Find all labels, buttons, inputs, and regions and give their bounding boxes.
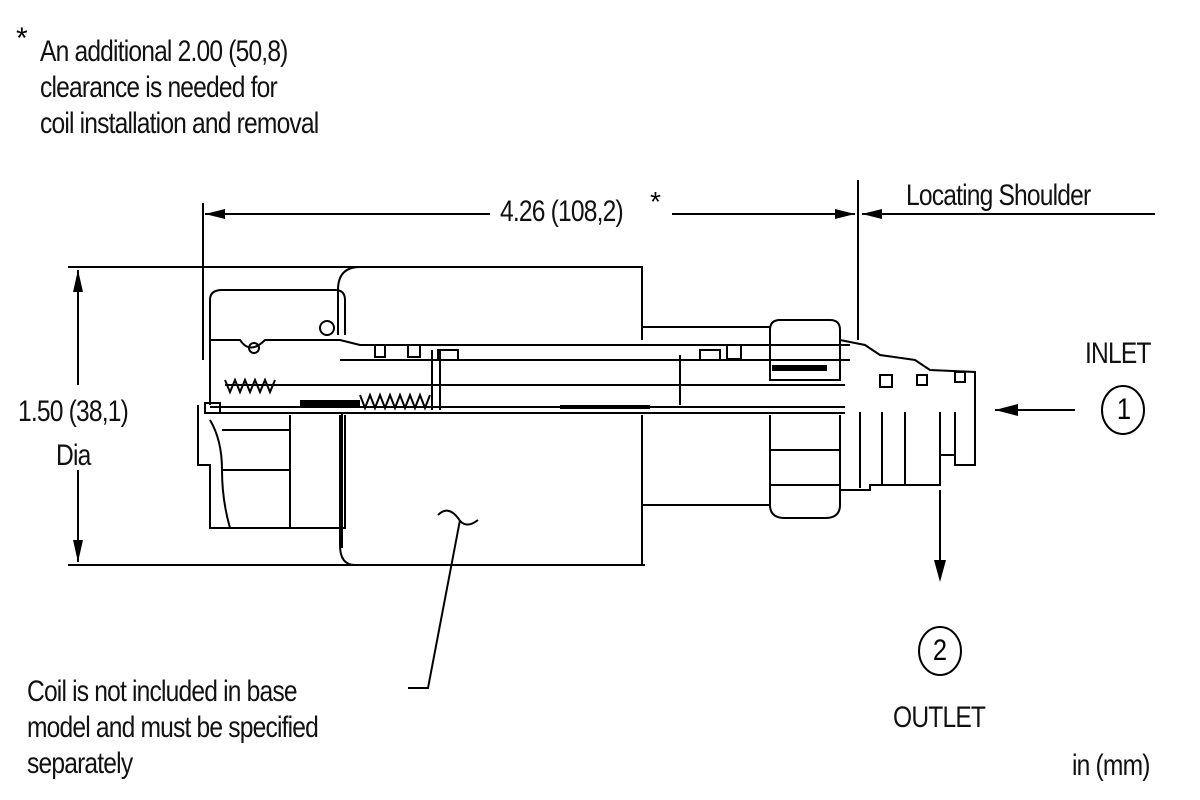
coil-note-line-2: model and must be specified bbox=[27, 711, 319, 744]
seal-pocket-1 bbox=[374, 344, 386, 358]
left-nut-face bbox=[209, 419, 231, 529]
seal-pocket-4 bbox=[699, 349, 721, 361]
cutaway-upper bbox=[210, 339, 850, 349]
tube-bottom bbox=[642, 415, 771, 506]
clearance-note: An additional 2.00 (50,8) clearance is n… bbox=[40, 34, 319, 142]
spring bbox=[359, 392, 431, 411]
diameter-suffix-label: Dia bbox=[56, 439, 91, 472]
tube-top bbox=[642, 326, 771, 337]
hex-nut-lower bbox=[769, 415, 841, 519]
clearance-note-line-3: coil installation and removal bbox=[40, 107, 319, 140]
outlet-label: OUTLET bbox=[893, 701, 986, 734]
inlet-label: INLET bbox=[1085, 337, 1151, 370]
units-label: in (mm) bbox=[1072, 749, 1150, 782]
diameter-label: 1.50 (38,1) bbox=[18, 395, 129, 428]
seal-pocket-3 bbox=[437, 349, 459, 361]
o-ring-2 bbox=[248, 342, 260, 354]
spring-left bbox=[224, 377, 276, 395]
coil-note: Coil is not included in base model and m… bbox=[27, 674, 319, 782]
coil-note-line-1: Coil is not included in base bbox=[27, 675, 298, 708]
clearance-note-asterisk: * bbox=[16, 22, 28, 55]
clearance-note-line-1: An additional 2.00 (50,8) bbox=[40, 35, 288, 68]
hatch-block-2 bbox=[560, 405, 650, 409]
inlet-arrowhead bbox=[995, 404, 1018, 416]
length-arrow-left bbox=[205, 209, 225, 219]
seal-pocket-2 bbox=[407, 344, 421, 358]
o-ring-1 bbox=[319, 320, 335, 336]
seal-pocket-5 bbox=[726, 344, 742, 360]
cartridge-seal-3 bbox=[954, 371, 966, 383]
cartridge-seal-1 bbox=[879, 374, 893, 388]
cartridge-seal-2 bbox=[916, 374, 928, 386]
dia-arrow-top bbox=[73, 270, 83, 292]
locating-shoulder-label: Locating Shoulder bbox=[906, 179, 1091, 212]
length-dimension-asterisk: * bbox=[650, 186, 661, 217]
dia-arrow-bottom bbox=[73, 540, 83, 562]
port-1-circle bbox=[1101, 385, 1145, 435]
coil-leader-tick bbox=[437, 509, 479, 526]
coil-leader bbox=[408, 519, 461, 689]
clearance-note-line-2: clearance is needed for bbox=[40, 71, 278, 104]
port-2-number: 2 bbox=[932, 634, 948, 667]
left-nut bbox=[197, 289, 346, 529]
port-2-circle bbox=[918, 626, 962, 676]
coil-note-line-3: separately bbox=[27, 747, 133, 780]
length-dimension-label: 4.26 (108,2) bbox=[500, 195, 624, 228]
length-arrow-right bbox=[835, 209, 855, 219]
outlet-arrowhead bbox=[934, 560, 946, 582]
hex-nut bbox=[769, 319, 841, 381]
shoulder-arrow bbox=[862, 209, 882, 219]
hatch-block-3 bbox=[772, 365, 827, 371]
hatch-block-1 bbox=[300, 400, 360, 407]
port-1-number: 1 bbox=[1116, 393, 1132, 426]
seal-pocket-6 bbox=[204, 402, 221, 414]
coil-body bbox=[337, 266, 643, 566]
